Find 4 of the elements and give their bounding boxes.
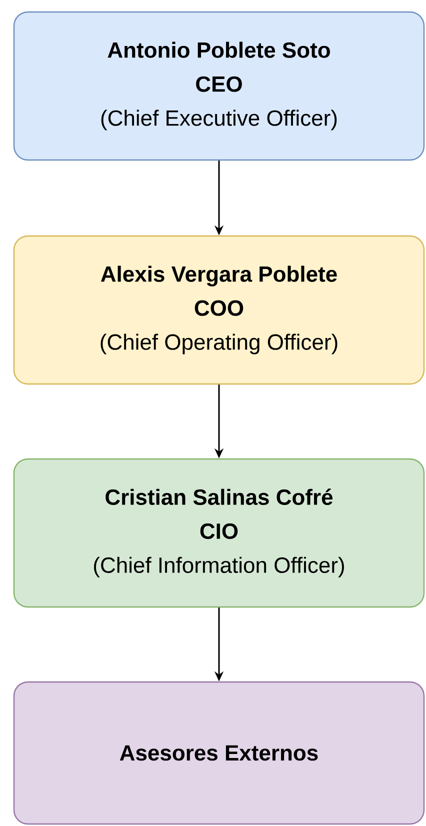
- role-box: Alexis Vergara Poblete COO (Chief Operating Officer): [13, 235, 425, 385]
- role-box: Cristian Salinas Cofré CIO (Chief Information Officer): [13, 458, 425, 608]
- role-box: Asesores Externos: [13, 681, 425, 825]
- role-box: Antonio Poblete Soto CEO (Chief Executive Officer): [13, 11, 425, 161]
